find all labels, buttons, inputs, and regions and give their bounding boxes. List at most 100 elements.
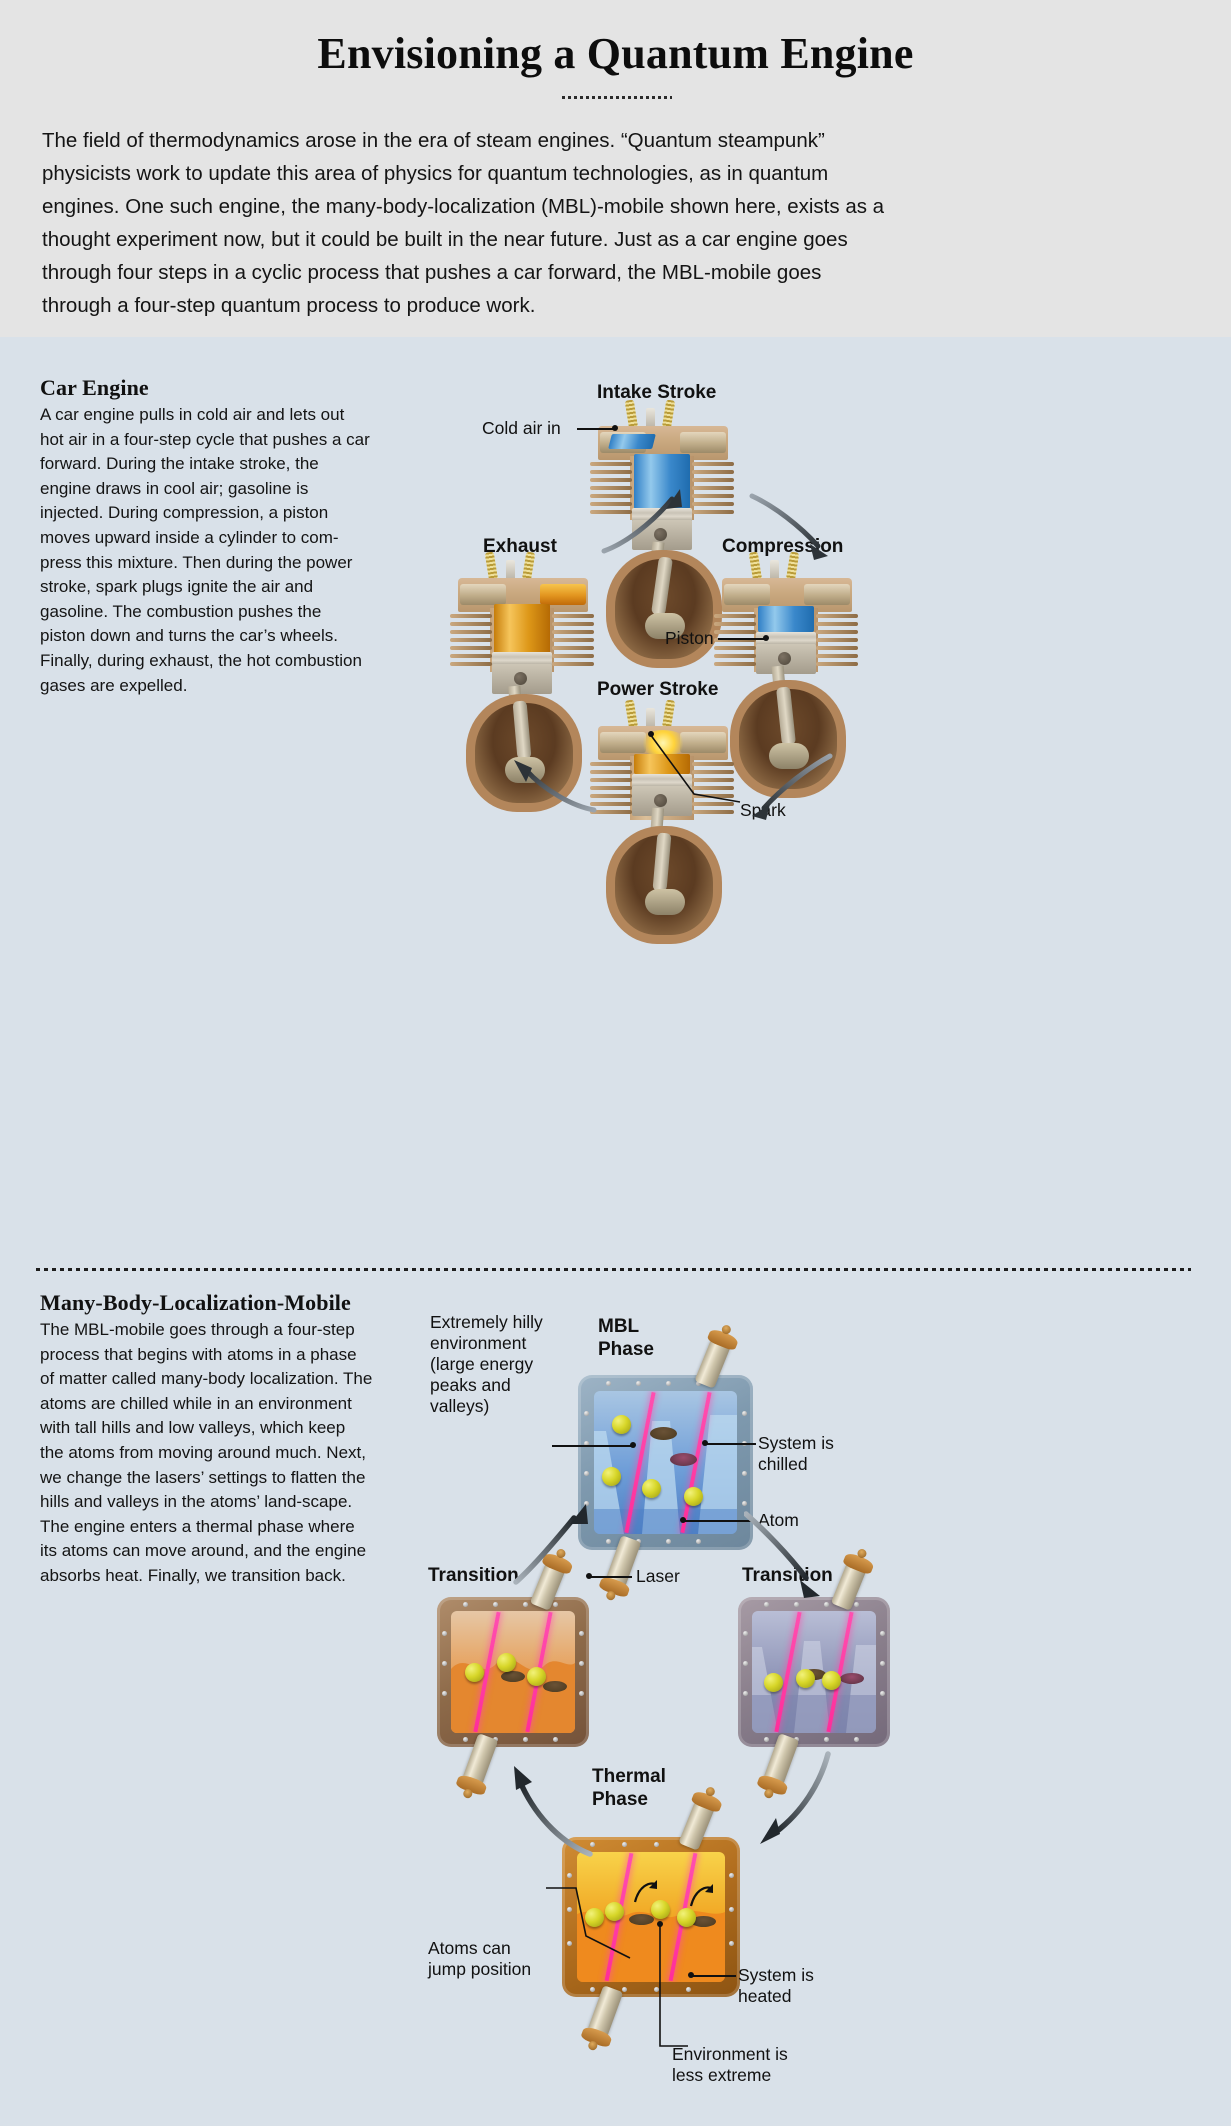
engine-power <box>588 699 738 944</box>
cycle-arrow-mbl-to-transition <box>744 1511 820 1598</box>
crank-rod <box>652 832 672 892</box>
label-transition-right: Transition <box>742 1565 833 1586</box>
leader-atom <box>684 1520 756 1522</box>
title-divider <box>562 96 672 99</box>
intro-paragraph: The field of thermodynamics arose in the… <box>42 129 885 317</box>
crank-journal <box>769 743 809 769</box>
cycle-arrow-intake-to-compression <box>749 493 828 560</box>
cycle-arrow-power-to-exhaust <box>514 760 597 813</box>
exhaust-port <box>804 584 850 605</box>
thermal-phase-box <box>562 1785 740 2052</box>
spark-plug-icon <box>770 560 779 586</box>
exhaust-port <box>680 732 726 753</box>
piston <box>492 652 552 666</box>
crankcase <box>466 694 582 812</box>
leader-dot <box>680 1517 686 1523</box>
cycle-arrow-compression-to-power <box>752 753 833 820</box>
leader-atoms-jump <box>546 1887 631 1959</box>
exhaust-gas <box>494 604 550 654</box>
exhaust-port <box>540 584 586 605</box>
cycle-arrow-transition-to-thermal <box>760 1751 831 1844</box>
intake-port <box>460 584 506 605</box>
leader-dot <box>763 635 769 641</box>
energy-well <box>650 1427 677 1440</box>
label-system-heated: System is heated <box>738 1965 814 2006</box>
leader-dot <box>586 1573 592 1579</box>
cycle-arrow-exhaust-to-intake <box>601 489 682 554</box>
crank-rod <box>651 556 673 616</box>
spark-plug-icon <box>646 408 655 434</box>
label-exhaust: Exhaust <box>483 536 557 557</box>
crankcase <box>606 550 722 668</box>
label-transition-left: Transition <box>428 1565 519 1586</box>
label-laser: Laser <box>636 1566 680 1586</box>
leader-heated <box>692 1975 736 1977</box>
leader-cold-air <box>577 428 617 430</box>
atom <box>642 1479 661 1498</box>
mbl-column: Many-Body-Localization-Mobile The MBL-mo… <box>40 1290 373 1589</box>
spark-plug-icon <box>646 708 655 734</box>
energy-well <box>840 1673 864 1684</box>
energy-well <box>543 1681 567 1692</box>
transition-right-box <box>738 1547 890 1800</box>
leader-dot <box>688 1972 694 1978</box>
label-piston: Piston <box>665 628 714 648</box>
box-interior <box>594 1391 737 1534</box>
label-atoms-jump: Atoms can jump position <box>428 1938 532 1979</box>
piston-pin <box>778 652 791 665</box>
label-intake-stroke: Intake Stroke <box>597 382 717 403</box>
intake-port <box>724 584 770 605</box>
page-title: Envisioning a Quantum Engine <box>317 29 914 78</box>
energy-well <box>670 1453 697 1466</box>
box-interior <box>752 1611 876 1733</box>
energy-well <box>629 1914 654 1925</box>
leader-dot <box>612 425 618 431</box>
mbl-heading: Many-Body-Localization-Mobile <box>40 1290 351 1315</box>
leader-laser <box>590 1576 632 1578</box>
car-engine-body: A car engine pulls in cold air and lets … <box>40 405 370 695</box>
intake-port <box>600 732 646 753</box>
label-atom: Atom <box>758 1510 799 1530</box>
label-system-chilled: System is chilled <box>758 1433 834 1474</box>
leader-less-extreme <box>657 1921 688 2047</box>
atom <box>527 1667 546 1686</box>
mbl-phase-box <box>578 1323 753 1602</box>
box-interior <box>577 1852 725 1982</box>
atom <box>677 1908 696 1927</box>
piston-pin <box>654 528 667 541</box>
transition-left-box <box>437 1547 589 1800</box>
atom <box>585 1908 604 1927</box>
atom-jump-arrow <box>689 1884 713 1907</box>
piston-pin <box>514 672 527 685</box>
leader-hilly <box>552 1445 634 1447</box>
crank-rod <box>776 686 796 746</box>
crankcase <box>606 826 722 944</box>
leader-spark <box>648 731 741 803</box>
compressed-charge <box>758 606 814 632</box>
car-engine-heading: Car Engine <box>40 375 149 400</box>
spark-plug-icon <box>506 560 515 586</box>
header-band <box>0 0 1231 337</box>
atom-jump-arrow <box>633 1880 657 1903</box>
atom <box>764 1673 783 1692</box>
leader-dot <box>630 1442 636 1448</box>
label-mbl-phase: MBL Phase <box>598 1316 654 1360</box>
crank-journal <box>645 889 685 915</box>
label-environment-less-extreme: Environment is less extreme <box>672 2044 788 2085</box>
cold-air-charge <box>608 434 656 449</box>
piston <box>632 508 692 522</box>
atom <box>684 1487 703 1506</box>
exhaust-port <box>680 432 726 453</box>
atom <box>497 1653 516 1672</box>
piston <box>756 632 816 646</box>
mbl-body: The MBL-mobile goes through a four-step … <box>40 1320 373 1585</box>
label-cold-air-in: Cold air in <box>482 418 561 438</box>
engine-exhaust <box>448 551 598 812</box>
engine-compression <box>712 551 862 798</box>
cycle-arrow-thermal-to-transition <box>514 1766 593 1857</box>
energy-well <box>691 1916 716 1927</box>
atom <box>822 1671 841 1690</box>
atom <box>651 1900 670 1919</box>
car-engine-column: Car Engine A car engine pulls in cold ai… <box>40 375 370 698</box>
